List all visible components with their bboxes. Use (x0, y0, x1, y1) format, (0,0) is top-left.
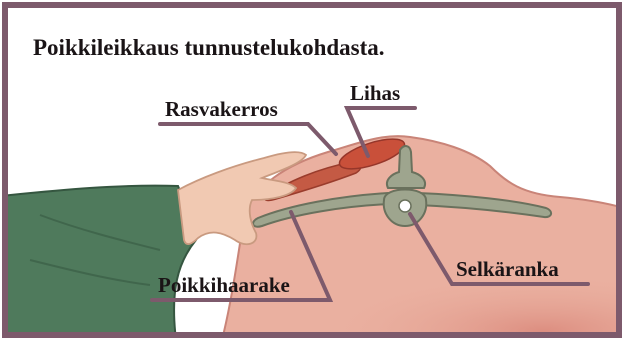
transverse-process-label: Poikkihaarake (158, 273, 290, 297)
muscle-label: Lihas (350, 81, 400, 105)
figure-title: Poikkileikkaus tunnustelukohdasta. (33, 35, 385, 60)
spinal-canal (399, 200, 411, 212)
spine-label: Selkäranka (456, 257, 559, 281)
fat-layer-label: Rasvakerros (165, 97, 278, 121)
sleeve (0, 186, 196, 340)
